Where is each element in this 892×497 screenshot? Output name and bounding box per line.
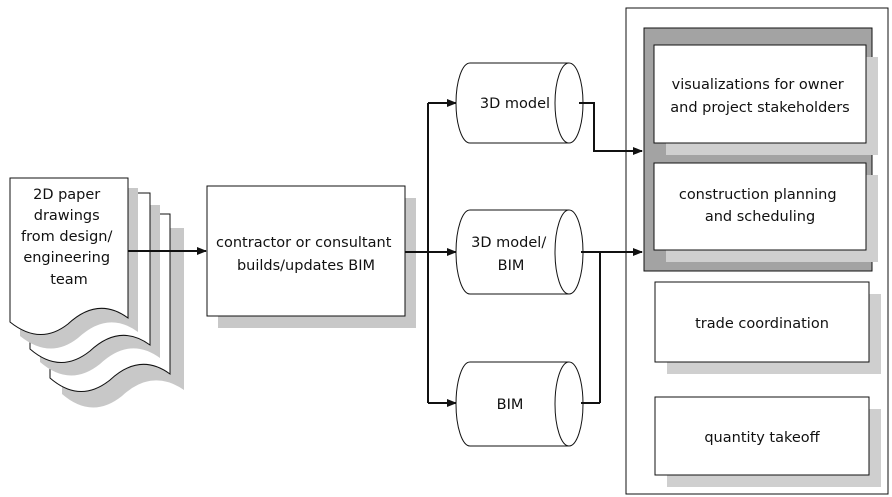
use-construction-planning-label: construction planning and scheduling [679, 187, 841, 225]
use-quantity-takeoff-label: quantity takeoff [704, 430, 820, 446]
cylinder-3d-model-bim-end [554, 209, 570, 295]
cylinder-3d-model-bim-label: 3D model/ BIM [471, 235, 551, 274]
cylinder-bim: BIM [455, 361, 584, 447]
cylinder-3d-model-label: 3D model [480, 96, 550, 112]
use-visualizations: visualizations for owner and project sta… [653, 44, 878, 155]
use-visualizations-box [653, 44, 867, 144]
branch-connectors [405, 99, 457, 407]
paper-drawings-label: 2D paper drawings from design/ engineeri… [21, 187, 117, 288]
use-construction-planning: construction planning and scheduling [653, 162, 878, 262]
use-visualizations-label: visualizations for owner and project sta… [670, 77, 849, 116]
use-trade-coordination-label: trade coordination [695, 316, 829, 332]
paper-sheet-front [9, 177, 129, 335]
cylinder-3d-model-bim-body [455, 209, 584, 295]
cylinder-3d-model-bim: 3D model/ BIM [455, 209, 584, 295]
use-trade-coordination: trade coordination [654, 281, 881, 374]
cylinder-bim-label: BIM [497, 397, 524, 413]
paper-drawings-stack: 2D paper drawings from design/ engineeri… [9, 177, 184, 408]
process-box-frame [206, 185, 406, 317]
process-box-label: contractor or consultant builds/updates … [216, 235, 396, 274]
process-box: contractor or consultant builds/updates … [206, 185, 416, 328]
use-quantity-takeoff: quantity takeoff [654, 396, 881, 487]
model-to-uses-connectors [579, 102, 643, 404]
cylinder-3d-model: 3D model [455, 62, 584, 144]
use-trade-coordination-box [654, 281, 870, 363]
use-construction-planning-box [653, 162, 867, 251]
arrow-3d-model-to-panel [579, 102, 643, 155]
cylinder-bim-end [554, 361, 570, 447]
cylinder-3d-model-end [554, 62, 570, 144]
use-quantity-takeoff-box [654, 396, 870, 476]
